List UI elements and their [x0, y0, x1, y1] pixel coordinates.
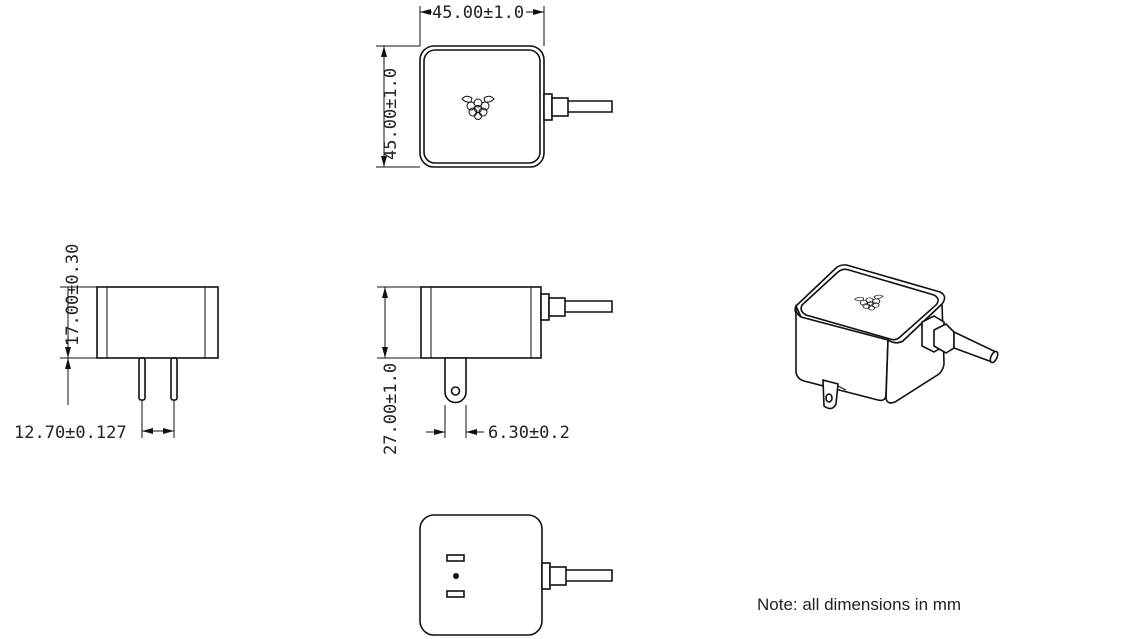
top-view: 45.00±1.0 45.00±1.0 [376, 3, 613, 168]
pin-spacing-label: 12.70±0.127 [14, 423, 127, 443]
front-view: 27.00±1.0 6.30±0.2 [377, 286, 613, 455]
front-height-label: 27.00±1.0 [381, 363, 401, 455]
top-height-label: 45.00±1.0 [381, 68, 401, 160]
side-height-label: 17.00±0.30 [63, 244, 83, 346]
pin-width-label: 6.30±0.2 [488, 423, 570, 443]
side-view: 17.00±0.30 12.70±0.127 [14, 244, 219, 443]
top-width-label: 45.00±1.0 [432, 3, 524, 23]
units-note: Note: all dimensions in mm [757, 595, 961, 614]
bottom-view [419, 514, 613, 636]
isometric-view [794, 264, 999, 410]
